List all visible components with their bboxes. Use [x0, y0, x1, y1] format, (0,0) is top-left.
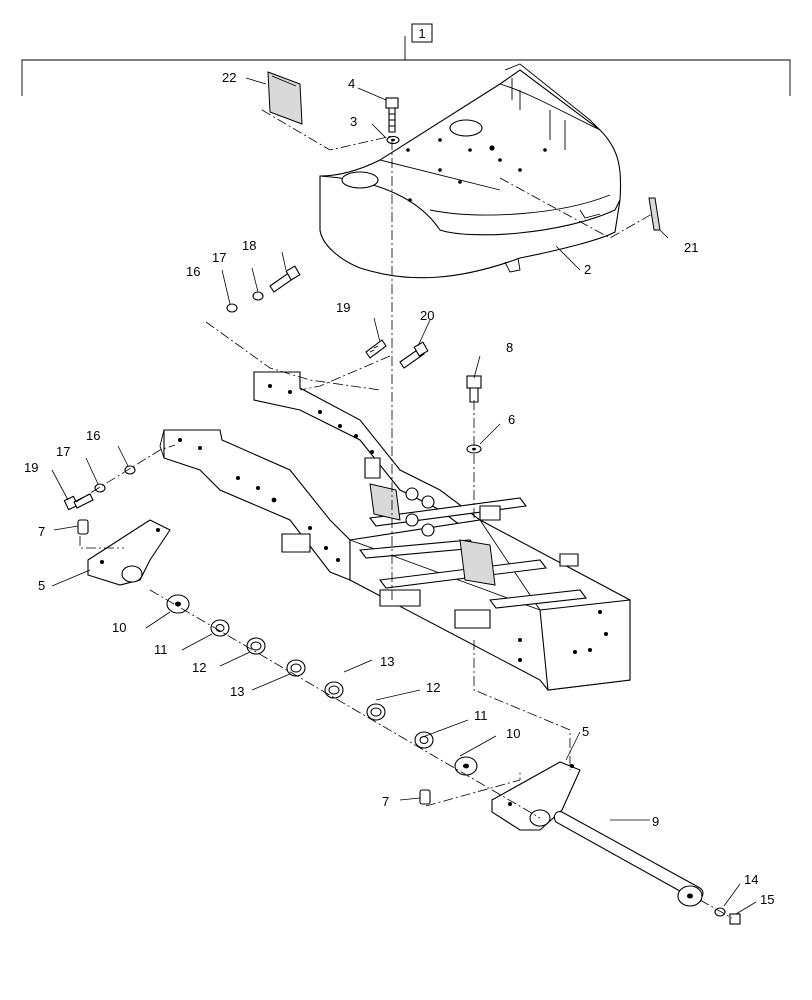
label-2: 2 — [584, 262, 591, 277]
label-6: 6 — [508, 412, 515, 427]
label-19-top: 19 — [336, 300, 350, 315]
bolt-15 — [729, 913, 741, 925]
label-3: 3 — [350, 114, 357, 129]
pivot-pin-9 — [553, 811, 704, 907]
pivot-bracket-5-left — [87, 519, 171, 586]
label-7-left: 7 — [38, 524, 45, 539]
label-20: 20 — [420, 308, 434, 323]
label-13-right: 13 — [380, 654, 394, 669]
bolt-19-left — [63, 493, 94, 511]
pad-22 — [267, 71, 303, 125]
label-5-left: 5 — [38, 578, 45, 593]
label-17-top: 17 — [212, 250, 226, 265]
label-8: 8 — [506, 340, 513, 355]
clip-21 — [648, 197, 661, 231]
washer-13-right — [324, 681, 344, 699]
label-11-right: 11 — [474, 708, 488, 723]
label-12-right: 12 — [426, 680, 440, 695]
label-12-left: 12 — [192, 660, 206, 675]
washer-10-left — [166, 594, 190, 614]
label-7-right: 7 — [382, 794, 389, 809]
label-19-left: 19 — [24, 460, 38, 475]
bolt-20 — [399, 341, 429, 369]
washer-12-right — [366, 703, 386, 721]
callout-1: 1 — [418, 26, 425, 41]
bolt-8 — [466, 375, 482, 403]
lockwasher-16-left — [124, 465, 136, 475]
label-15: 15 — [760, 892, 774, 907]
label-13-left: 13 — [230, 684, 244, 699]
bolt-18 — [269, 265, 301, 293]
bolt-19-top — [365, 339, 387, 359]
washer-10-right — [454, 756, 478, 776]
label-10-right: 10 — [506, 726, 520, 741]
label-11-left: 11 — [154, 642, 168, 657]
washer-3 — [386, 135, 400, 145]
cover-2 — [319, 63, 622, 279]
leader-lines — [51, 77, 757, 915]
washer-11-left — [210, 619, 230, 637]
dowel-7-right — [419, 789, 431, 805]
washer-17-left — [94, 483, 106, 493]
label-16-top: 16 — [186, 264, 200, 279]
assembly-bracket: 1 — [21, 23, 791, 96]
label-16-left: 16 — [86, 428, 100, 443]
main-frame — [159, 371, 631, 691]
washer-11-right — [414, 731, 434, 749]
label-14: 14 — [744, 872, 758, 887]
label-22: 22 — [222, 70, 236, 85]
label-17-left: 17 — [56, 444, 70, 459]
lockwasher-16-top — [226, 303, 238, 313]
label-9: 9 — [652, 814, 659, 829]
label-18: 18 — [242, 238, 256, 253]
bolt-4 — [385, 97, 399, 133]
part-labels: 22 4 3 2 21 18 17 16 19 20 8 6 16 17 19 … — [24, 70, 774, 907]
label-10-left: 10 — [112, 620, 126, 635]
washer-12-left — [246, 637, 266, 655]
centerlines — [75, 109, 733, 919]
washer-13-left — [286, 659, 306, 677]
label-5-right: 5 — [582, 724, 589, 739]
washer-17-top — [252, 291, 264, 301]
dowel-7-left — [77, 519, 89, 535]
label-21: 21 — [684, 240, 698, 255]
label-4: 4 — [348, 76, 355, 91]
